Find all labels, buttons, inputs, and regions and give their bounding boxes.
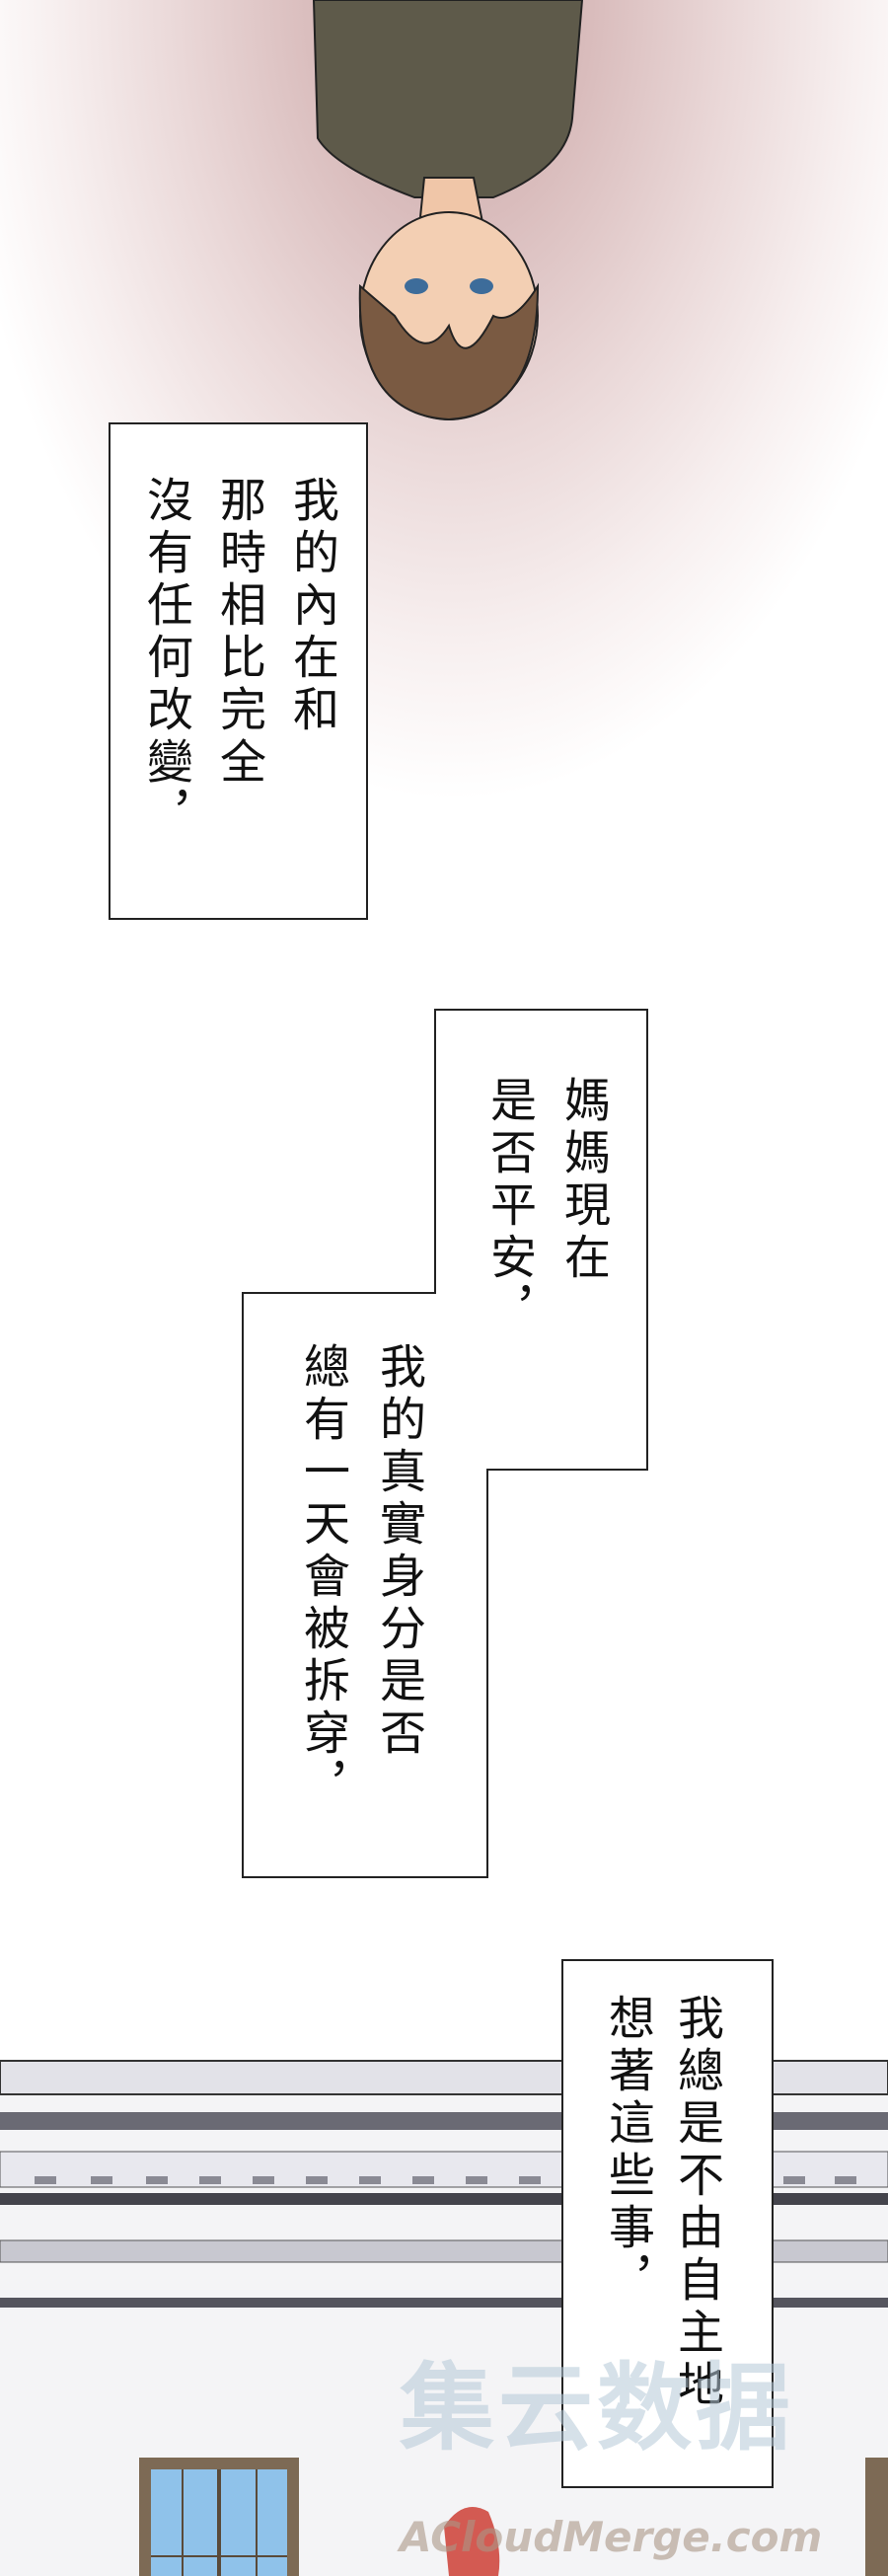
watermark-url: ACloudMerge.com	[400, 2513, 823, 2561]
caption-2-line-3: 我的真實身分是否	[371, 1342, 425, 1761]
caption-3-line-2: 想著這些事，	[600, 1994, 654, 2308]
caption-box-3	[561, 1959, 774, 2488]
caption-2-line-1: 媽媽現在	[555, 1076, 610, 1285]
caption-2-line-4: 總有一天會被拆穿，	[295, 1342, 349, 1813]
caption-1-line-2: 那時相比完全	[211, 476, 265, 790]
character-illustration	[312, 0, 584, 421]
watermark-logo: 集云数据	[400, 2353, 794, 2463]
caption-3-line-1: 我總是不由自主地	[669, 1994, 723, 2412]
caption-2-line-2: 是否平安，	[481, 1076, 536, 1337]
caption-1-line-1: 我的內在和	[284, 476, 338, 737]
caption-box-1	[109, 422, 368, 920]
caption-1-line-3: 沒有任何改變，	[138, 476, 192, 842]
